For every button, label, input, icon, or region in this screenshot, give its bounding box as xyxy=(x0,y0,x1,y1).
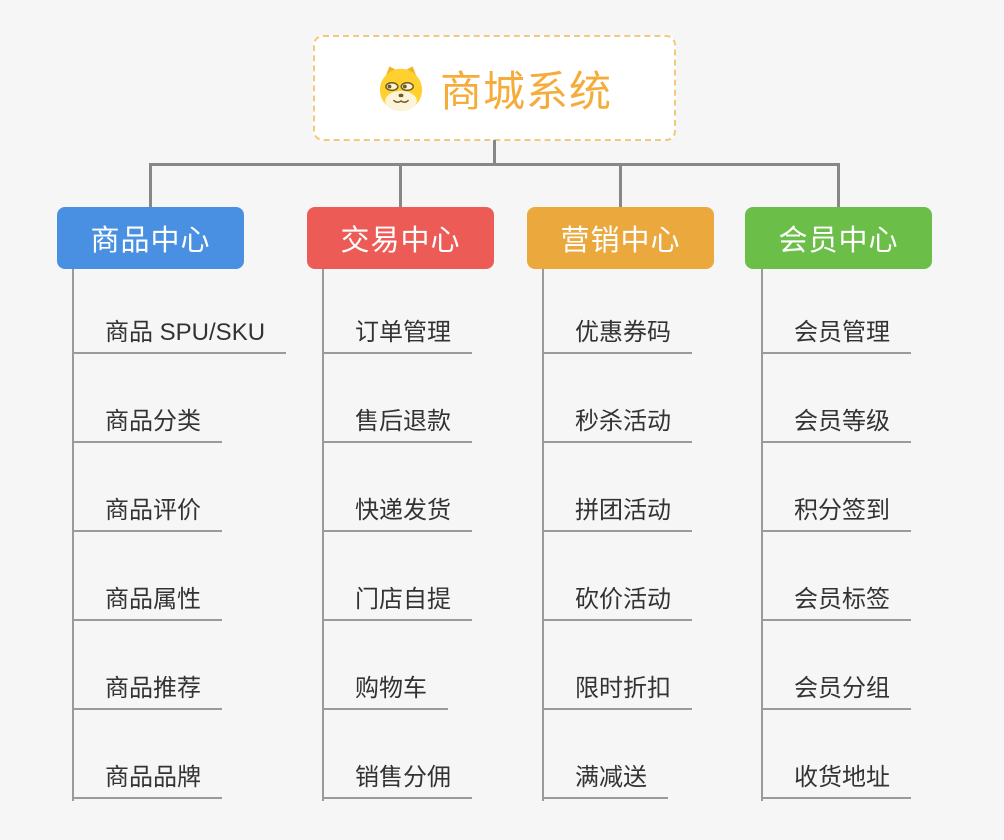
connector-drop-product-center xyxy=(149,163,152,208)
leaf-node[interactable]: 商品推荐 xyxy=(72,671,222,710)
leaf-node[interactable]: 商品属性 xyxy=(72,582,222,621)
leaf-node[interactable]: 收货地址 xyxy=(761,760,911,799)
connector-bus xyxy=(149,163,840,166)
branch-label: 商品中心 xyxy=(90,225,211,257)
branch-line-member-center xyxy=(761,269,763,801)
root-node-label: 商城系统 xyxy=(439,67,612,115)
leaf-node[interactable]: 会员分组 xyxy=(761,671,911,710)
branch-node-trade-center[interactable]: 交易中心 xyxy=(307,207,494,269)
leaf-node[interactable]: 秒杀活动 xyxy=(542,404,692,443)
branch-label: 交易中心 xyxy=(340,225,461,257)
connector-drop-marketing-center xyxy=(619,163,622,208)
leaf-node[interactable]: 销售分佣 xyxy=(322,760,472,799)
leaf-node[interactable]: 会员等级 xyxy=(761,404,911,443)
leaf-node[interactable]: 优惠券码 xyxy=(542,315,692,354)
connector-root-drop xyxy=(493,140,496,165)
branch-line-product-center xyxy=(72,269,74,801)
leaf-node[interactable]: 商品 SPU/SKU xyxy=(72,315,287,354)
leaf-node[interactable]: 商品品牌 xyxy=(72,760,222,799)
connector-drop-trade-center xyxy=(399,163,402,208)
leaf-node[interactable]: 砍价活动 xyxy=(542,582,692,621)
leaf-node[interactable]: 会员标签 xyxy=(761,582,911,621)
leaf-node[interactable]: 商品分类 xyxy=(72,404,222,443)
leaf-node[interactable]: 满减送 xyxy=(542,760,668,799)
root-node[interactable]: 商城系统 xyxy=(313,35,676,141)
branch-node-marketing-center[interactable]: 营销中心 xyxy=(527,207,714,269)
branch-node-member-center[interactable]: 会员中心 xyxy=(745,207,932,269)
leaf-node[interactable]: 商品评价 xyxy=(72,493,222,532)
branch-label: 营销中心 xyxy=(560,225,681,257)
doge-icon xyxy=(377,64,425,112)
branch-line-trade-center xyxy=(322,269,324,801)
leaf-node[interactable]: 购物车 xyxy=(322,671,448,710)
leaf-node[interactable]: 售后退款 xyxy=(322,404,472,443)
leaf-node[interactable]: 订单管理 xyxy=(322,315,472,354)
leaf-node[interactable]: 积分签到 xyxy=(761,493,911,532)
leaf-node[interactable]: 限时折扣 xyxy=(542,671,692,710)
leaf-node[interactable]: 拼团活动 xyxy=(542,493,692,532)
branch-label: 会员中心 xyxy=(778,225,899,257)
branch-node-product-center[interactable]: 商品中心 xyxy=(57,207,244,269)
leaf-node[interactable]: 会员管理 xyxy=(761,315,911,354)
branch-line-marketing-center xyxy=(542,269,544,801)
leaf-node[interactable]: 快递发货 xyxy=(322,493,472,532)
connector-drop-member-center xyxy=(837,163,840,208)
leaf-node[interactable]: 门店自提 xyxy=(322,582,472,621)
